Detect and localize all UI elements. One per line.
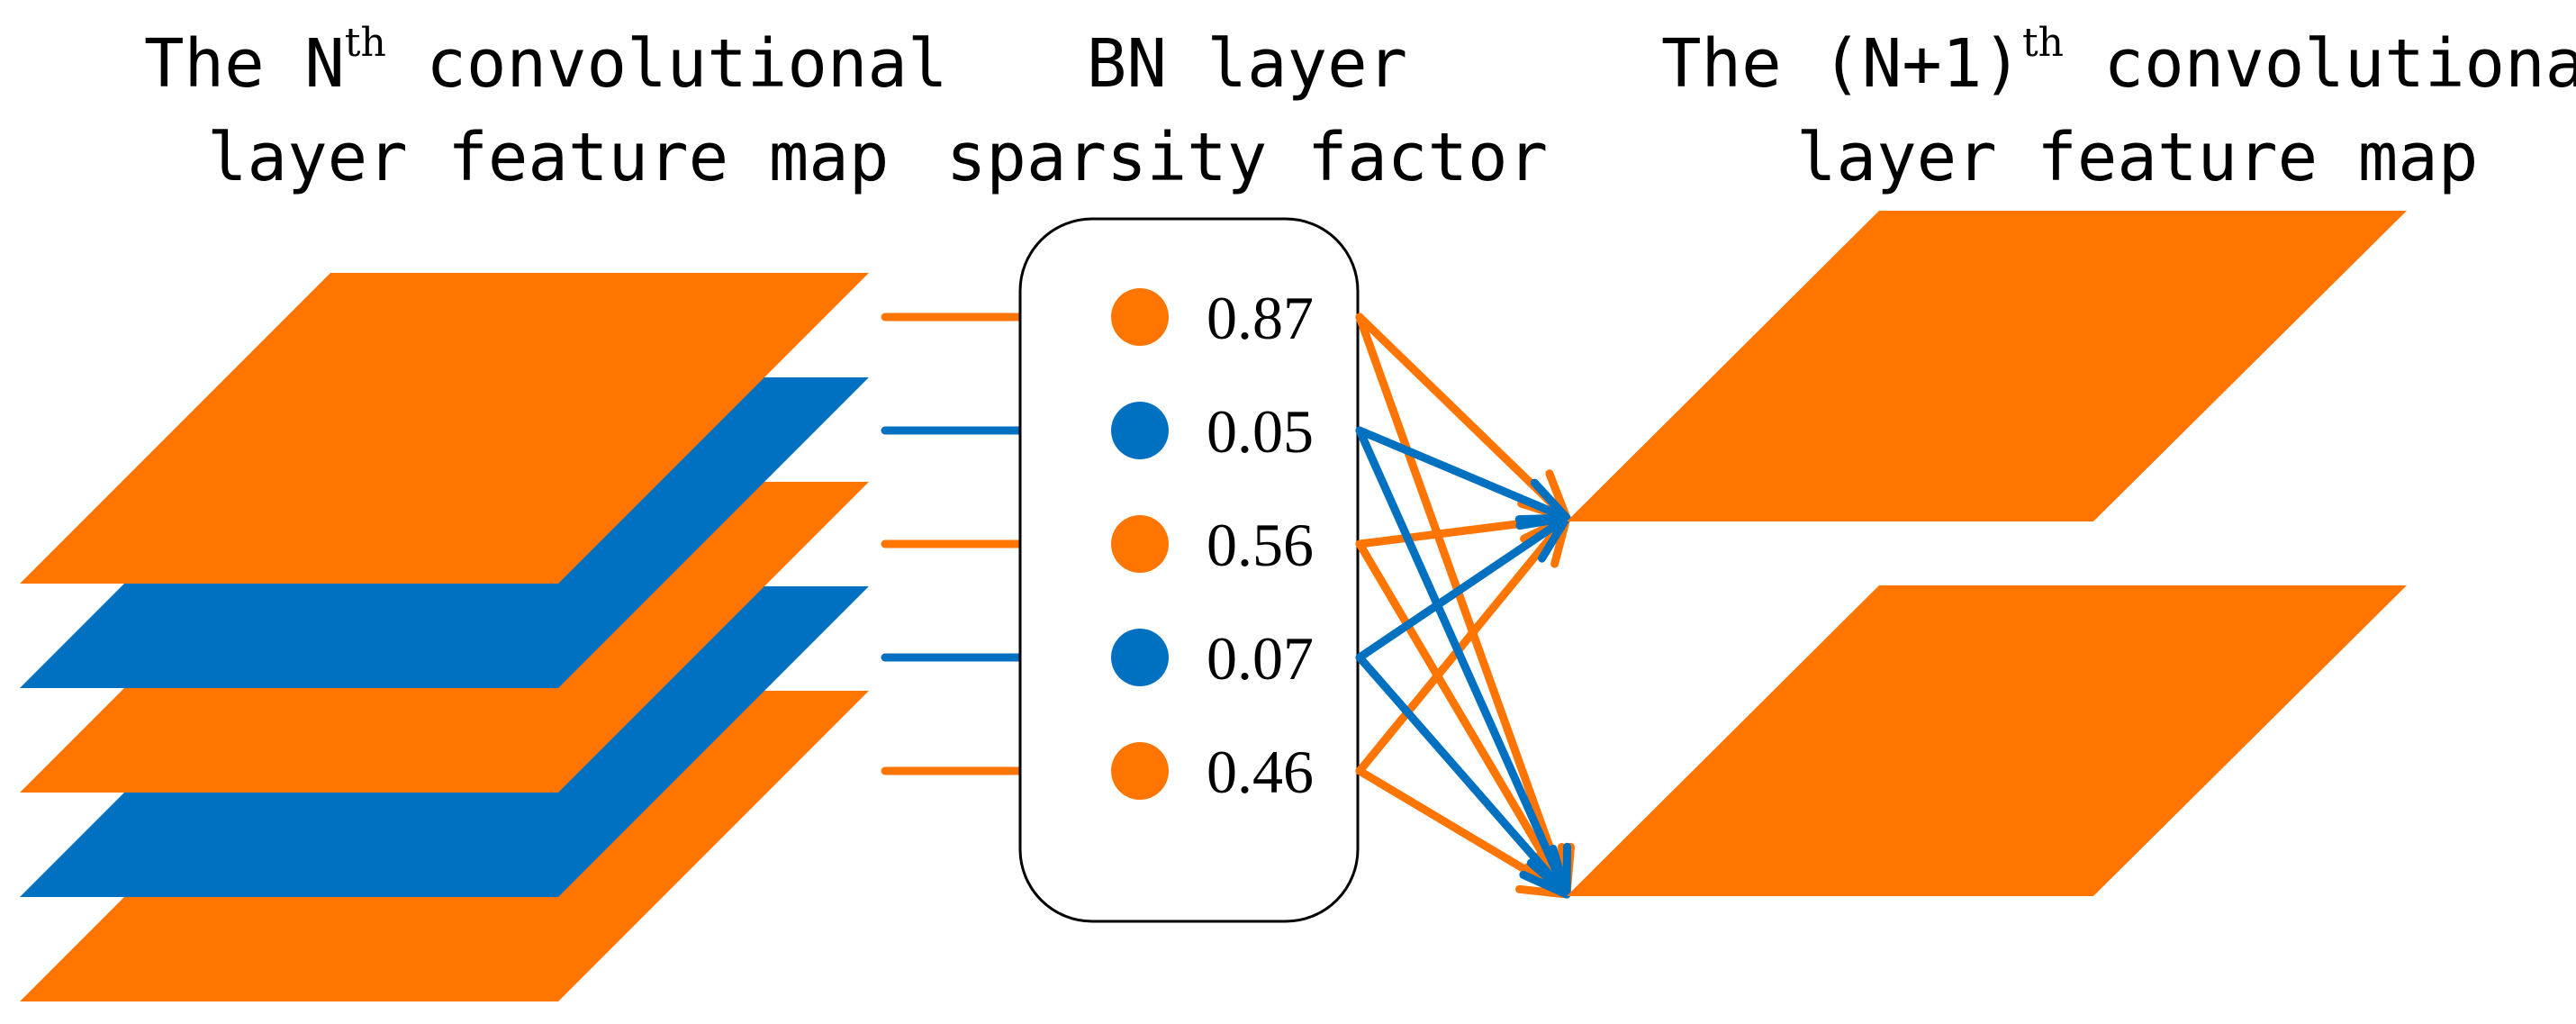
bn-layer-box (1018, 217, 1360, 923)
sparsity-factor-row: 0.05 (1111, 397, 1314, 466)
sparsity-factor-row: 0.56 (1111, 511, 1314, 579)
input-feature-map-stack (20, 273, 869, 1001)
connection-lines (1355, 313, 1575, 899)
sparsity-factor-value: 0.46 (1207, 738, 1314, 806)
channel-dot (1111, 742, 1169, 800)
middle-title-line1: BN layer (1087, 25, 1407, 103)
left-title: The Nth convolutional layer feature map (144, 20, 948, 196)
sparsity-factor-value: 0.07 (1207, 624, 1314, 693)
output-feature-map (1567, 585, 2407, 896)
sparsity-factor-value: 0.05 (1207, 397, 1314, 466)
sparsity-factor-value: 0.56 (1207, 511, 1314, 579)
connection-line (1355, 513, 1571, 775)
right-title-line2: layer feature map (1796, 119, 2478, 196)
sparsity-factor-row: 0.07 (1111, 624, 1314, 693)
connection-line (1355, 513, 1571, 662)
middle-title: BN layer sparsity factor (946, 25, 1548, 196)
right-title: The (N+1)th convolutional layer feature … (1661, 20, 2576, 196)
connection-line (1355, 313, 1575, 899)
output-feature-map (1567, 211, 2407, 521)
channel-dot (1111, 288, 1169, 346)
right-title-prefix: The (N+1) (1661, 25, 2022, 103)
svg-text:The Nth convolutional: The Nth convolutional (144, 20, 948, 103)
left-title-superscript: th (345, 20, 386, 66)
channel-dot (1111, 515, 1169, 573)
channel-dot (1111, 402, 1169, 459)
connection-line (1355, 426, 1572, 899)
channel-dot (1111, 629, 1169, 686)
sparsity-factor-value: 0.87 (1207, 284, 1314, 352)
middle-title-line2: sparsity factor (946, 119, 1548, 196)
output-feature-maps (1567, 211, 2407, 896)
left-title-suffix: convolutional (386, 25, 948, 103)
sparsity-factor-row: 0.46 (1111, 738, 1314, 806)
right-title-suffix: convolutional (2064, 25, 2576, 103)
sparsity-factor-list: 0.87 0.05 0.56 0.07 0.46 (1111, 284, 1314, 806)
svg-text:The (N+1)th convolutional: The (N+1)th convolutional (1661, 20, 2576, 103)
left-title-prefix: The N (144, 25, 345, 103)
input-feature-map-layer (20, 273, 869, 584)
sparsity-factor-row: 0.87 (1111, 284, 1314, 352)
left-title-line2: layer feature map (207, 119, 889, 196)
right-title-superscript: th (2022, 20, 2064, 66)
connection-line (1355, 653, 1571, 899)
